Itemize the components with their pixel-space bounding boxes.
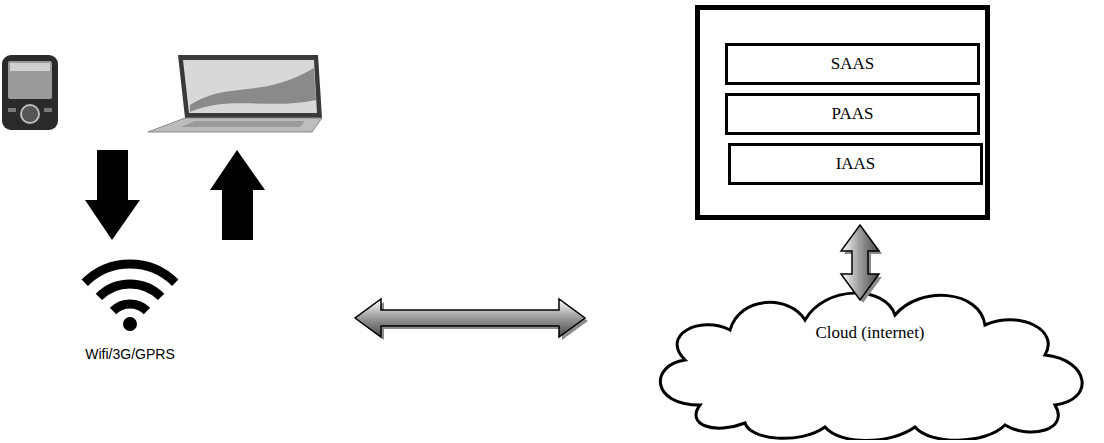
layer-label: PAAS — [832, 104, 874, 124]
wifi-arc — [113, 304, 147, 311]
wireless-node: Wifi/3G/GPRS — [70, 250, 190, 362]
wifi-arc — [99, 284, 161, 297]
cloud-path — [660, 293, 1082, 440]
wifi-symbol — [70, 250, 190, 335]
service-layer-box: PAAS — [725, 93, 980, 135]
arrow-body — [841, 225, 879, 300]
phone-body — [2, 55, 58, 130]
double-arrow-connector — [841, 225, 882, 303]
service-layer-box: IAAS — [728, 143, 983, 185]
phone-screen-bar — [10, 63, 50, 71]
phone-button — [21, 105, 39, 123]
service-layer-box: SAAS — [725, 43, 980, 85]
laptop-keyboard — [180, 121, 305, 127]
cloud-outline — [640, 255, 1100, 440]
arrow-shadow — [358, 302, 588, 340]
laptop-wallpaper — [190, 68, 316, 112]
arrow-shadow — [844, 228, 882, 303]
network-label: Wifi/3G/GPRS — [70, 346, 190, 362]
arrow-body — [355, 299, 585, 337]
laptop-illustration — [148, 55, 322, 132]
cloud-shape: Cloud (internet) — [640, 255, 1100, 440]
cloud-label: Cloud (internet) — [640, 323, 1100, 343]
down-arrow — [85, 150, 140, 240]
layer-label: IAAS — [836, 154, 876, 174]
phone-illustration — [2, 55, 58, 130]
server-stack-box: SAAS PAAS IAAS — [695, 5, 990, 220]
phone-screen — [8, 61, 52, 99]
wifi-dot — [123, 317, 137, 331]
phone-key — [8, 108, 16, 112]
up-arrow — [210, 150, 265, 240]
laptop-screen — [183, 60, 317, 113]
double-arrow-connector — [355, 299, 588, 340]
wifi-arc — [85, 264, 176, 283]
laptop-base — [148, 118, 322, 132]
laptop-lid — [178, 55, 322, 118]
layer-label: SAAS — [831, 54, 874, 74]
phone-key — [44, 108, 52, 112]
